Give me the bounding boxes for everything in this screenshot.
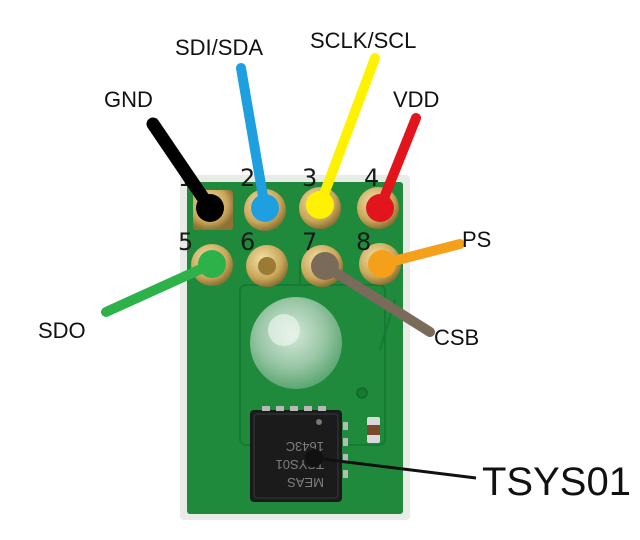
label-sdi-sda: SDI/SDA [175, 35, 263, 60]
pin-3-number: 3 [302, 164, 317, 192]
wire-ps-dot [368, 250, 396, 278]
label-csb: CSB [434, 325, 479, 350]
wire-sdo-dot [198, 250, 226, 278]
label-sdo: SDO [38, 318, 86, 343]
wire-csb [320, 261, 435, 337]
pin-5-number: 5 [178, 228, 193, 256]
wires [101, 53, 465, 337]
wire-sclk-scl-dot [306, 191, 334, 219]
pin-4-number: 4 [364, 164, 379, 192]
pin-8-number: 8 [356, 228, 371, 256]
pin-2-number: 2 [240, 164, 255, 192]
label-chip: TSYS01 [482, 460, 631, 504]
chip-marking-1: MEAS [287, 475, 324, 490]
tsys01-chip: MEAS TSYS01 1643C [250, 406, 380, 502]
wire-csb-dot [311, 252, 339, 280]
label-ps: PS [462, 227, 491, 252]
wire-sdi-sda-dot [251, 194, 279, 222]
wire-vdd-dot [366, 194, 394, 222]
pin-labels: GND SDI/SDA SCLK/SCL VDD SDO CSB PS TSYS… [38, 28, 631, 504]
label-vdd: VDD [393, 87, 439, 112]
pin-7-number: 7 [302, 228, 317, 256]
sensor-dome [250, 297, 342, 389]
wire-vdd [375, 113, 421, 213]
pin-6-number: 6 [240, 228, 255, 256]
wire-gnd [146, 117, 217, 215]
chip-callout [305, 449, 477, 480]
wire-sdo [101, 259, 217, 317]
label-gnd: GND [104, 87, 153, 112]
pin-6-hole [258, 257, 276, 275]
label-sclk-scl: SCLK/SCL [310, 28, 416, 53]
wire-sdi-sda [236, 63, 270, 213]
wire-sclk-scl [315, 53, 380, 210]
wire-gnd-dot [196, 194, 224, 222]
